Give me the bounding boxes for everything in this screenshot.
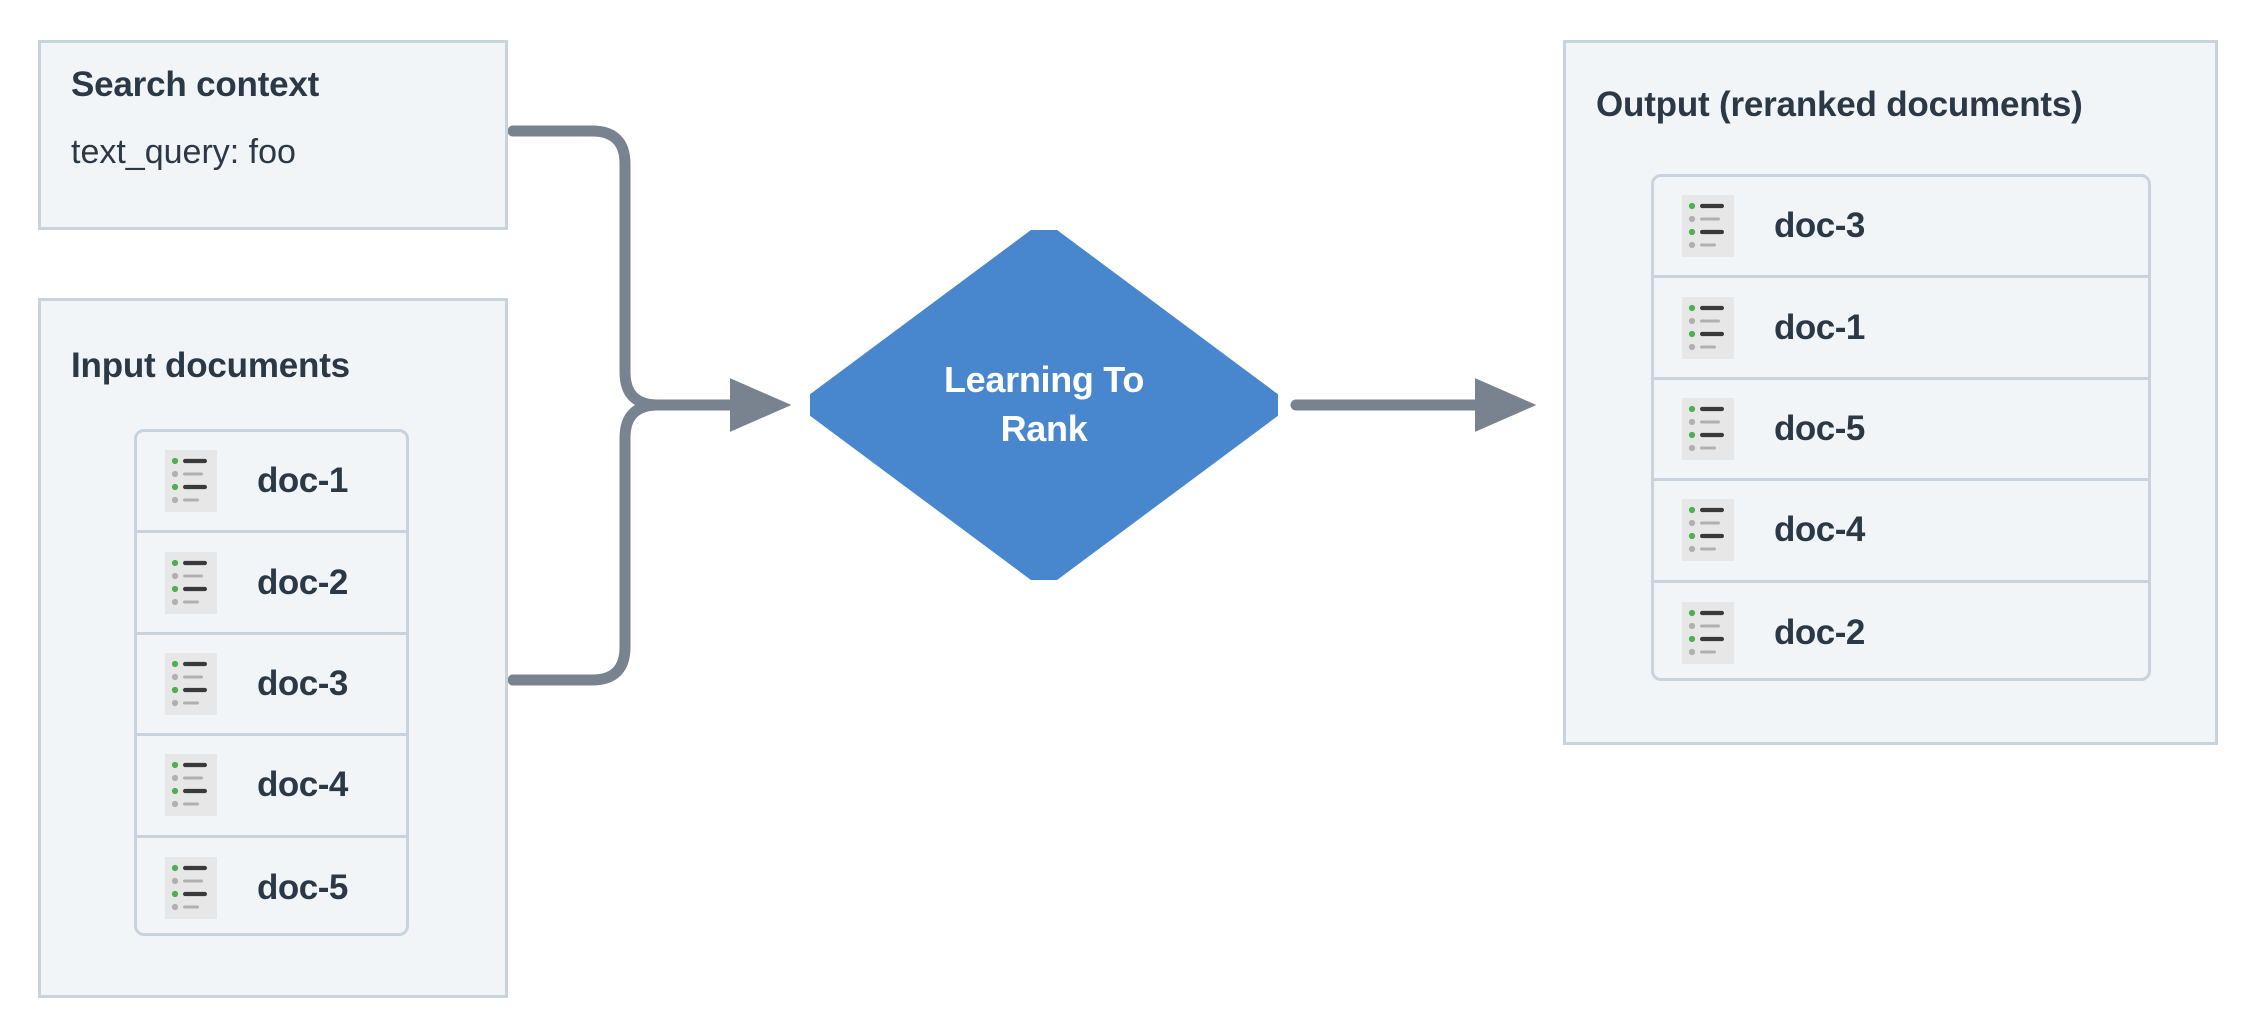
- output-panel-title: Output (reranked documents): [1596, 85, 2083, 124]
- document-list-icon: [165, 754, 217, 817]
- document-label: doc-4: [1774, 510, 1865, 550]
- document-label: doc-2: [257, 562, 348, 602]
- document-label: doc-2: [1774, 613, 1865, 653]
- input-documents-title: Input documents: [71, 346, 350, 385]
- document-row[interactable]: doc-1: [137, 432, 406, 534]
- document-row[interactable]: doc-2: [1654, 583, 2148, 678]
- search-context-query-text: text_query: foo: [71, 133, 296, 171]
- document-row[interactable]: doc-4: [137, 736, 406, 838]
- output-document-list: doc-3 doc-1 doc-5 doc-4 doc-2: [1651, 174, 2151, 681]
- document-list-icon: [1682, 397, 1734, 460]
- ltr-label-line2: Rank: [1000, 408, 1088, 449]
- document-list-icon: [165, 551, 217, 614]
- document-label: doc-3: [1774, 206, 1865, 246]
- learning-to-rank-node[interactable]: Learning To Rank: [803, 223, 1285, 587]
- document-label: doc-3: [257, 663, 348, 703]
- ltr-label-line1: Learning To: [943, 359, 1145, 401]
- learning-to-rank-label: Learning To Rank: [810, 230, 1278, 580]
- document-label: doc-5: [257, 868, 348, 908]
- search-context-panel: Search context text_query: foo: [38, 40, 508, 230]
- document-list-icon: [165, 450, 217, 513]
- connector-search-context-to-ltr: [507, 125, 792, 432]
- document-list-icon: [1682, 195, 1734, 258]
- connector-input-documents-to-ltr: [507, 399, 771, 686]
- document-label: doc-1: [257, 461, 348, 501]
- document-row[interactable]: doc-1: [1654, 278, 2148, 380]
- input-document-list: doc-1 doc-2 doc-3 doc-4 doc-5: [134, 429, 409, 936]
- diamond-shape-icon: [803, 223, 1285, 587]
- search-context-title: Search context: [71, 65, 320, 104]
- document-label: doc-1: [1774, 307, 1865, 347]
- document-label: doc-4: [257, 765, 348, 805]
- document-label: doc-5: [1774, 408, 1865, 448]
- document-list-icon: [165, 652, 217, 715]
- document-list-icon: [1682, 602, 1734, 665]
- document-row[interactable]: doc-3: [1654, 177, 2148, 279]
- document-row[interactable]: doc-5: [1654, 380, 2148, 482]
- document-list-icon: [1682, 296, 1734, 359]
- document-row[interactable]: doc-3: [137, 635, 406, 737]
- document-row[interactable]: doc-4: [1654, 481, 2148, 583]
- document-row[interactable]: doc-5: [137, 838, 406, 933]
- document-row[interactable]: doc-2: [137, 533, 406, 635]
- document-list-icon: [1682, 499, 1734, 562]
- document-list-icon: [165, 857, 217, 920]
